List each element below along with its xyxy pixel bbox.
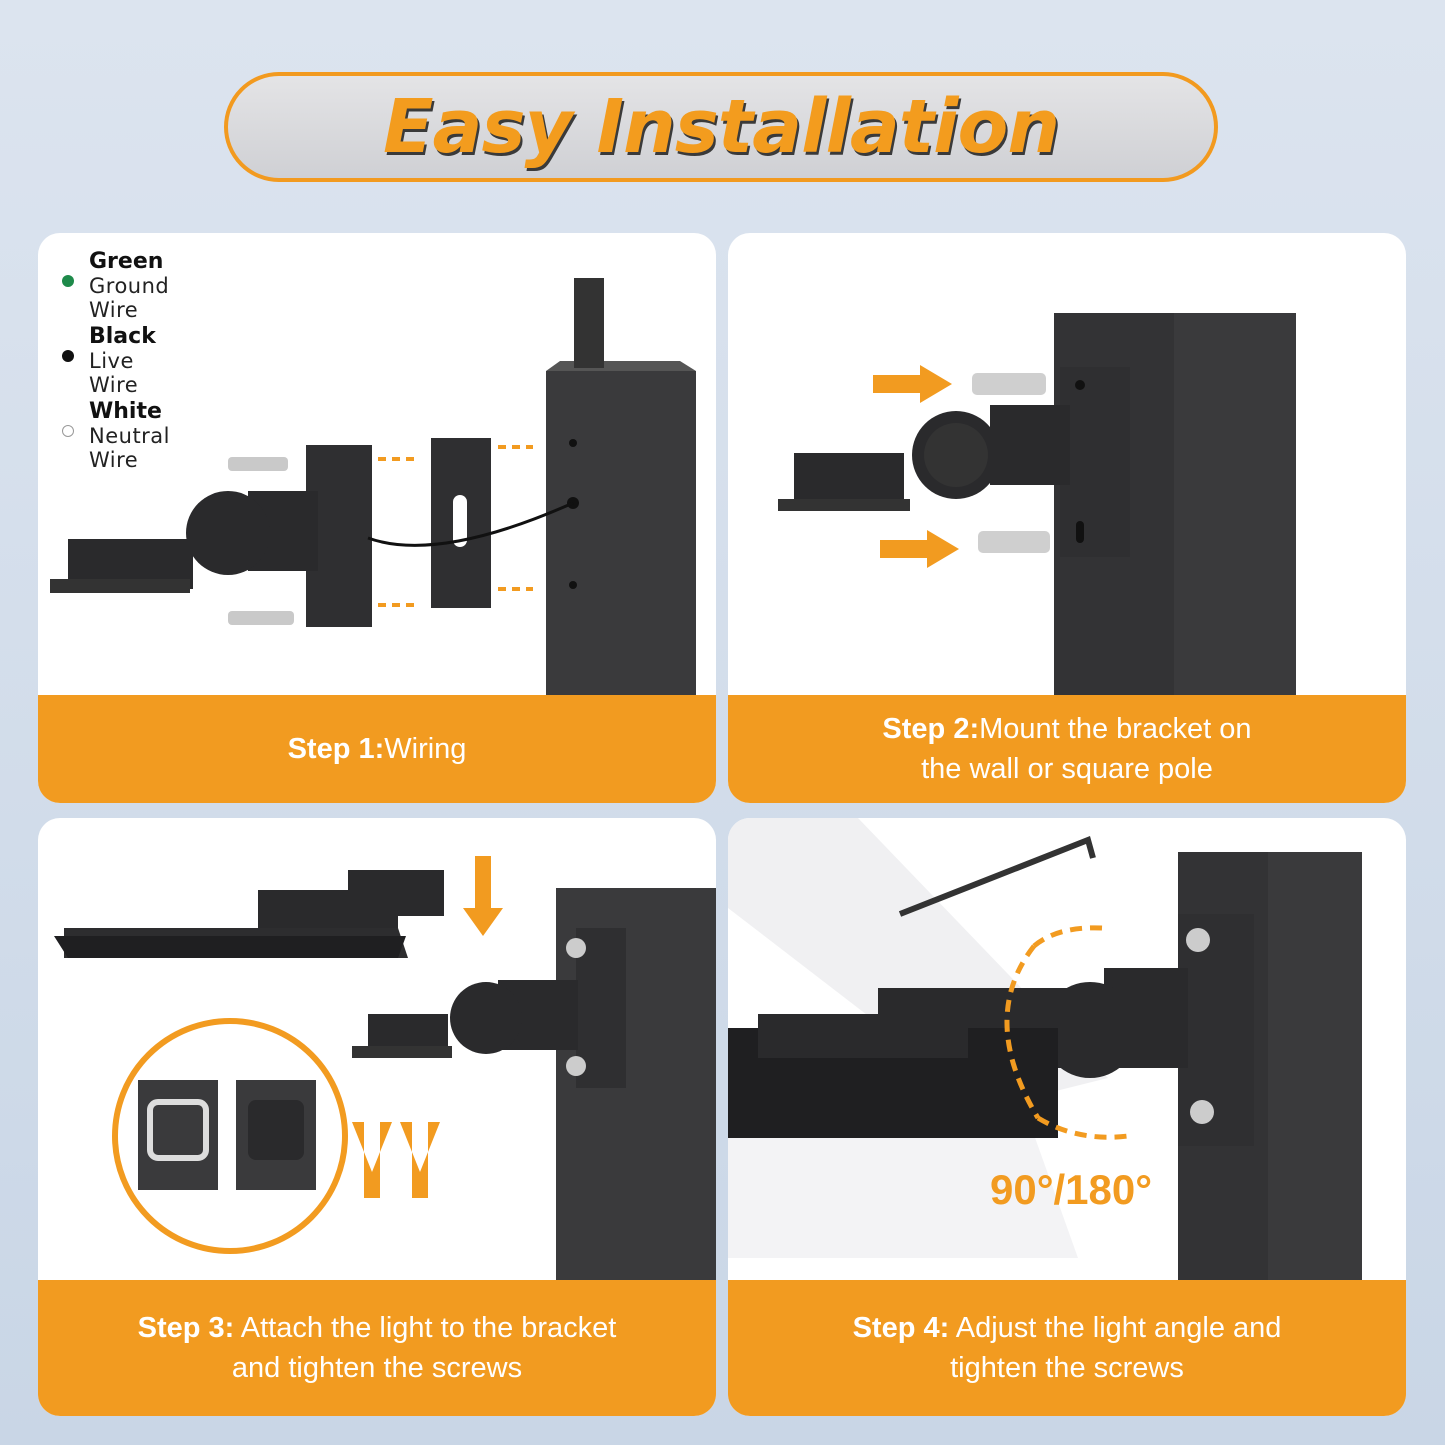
step-text: Adjust the light angle and [949, 1312, 1282, 1344]
step-1-panel: Green Ground Wire Black Live Wire White … [38, 233, 716, 803]
legend-desc: Ground Wire [89, 274, 170, 322]
step-1-caption: Step 1:Wiring [38, 695, 716, 803]
step-3-caption: Step 3: Attach the light to the bracket … [38, 1280, 716, 1416]
step-2-panel: Step 2:Mount the bracket on the wall or … [728, 233, 1406, 803]
step-4-panel: 90°/180° Step 4: Adjust the light angle … [728, 818, 1406, 1416]
adjust-angle-illustration [728, 818, 1362, 1280]
step-4-caption: Step 4: Adjust the light angle and tight… [728, 1280, 1406, 1416]
green-dot-icon [62, 275, 74, 287]
step-label: Step 2: [882, 713, 980, 745]
step-label: Step 3: [137, 1312, 235, 1344]
attach-light-illustration [54, 856, 716, 1280]
step-text: Mount the bracket on [979, 713, 1252, 745]
step-label: Step 4: [852, 1312, 950, 1344]
wiring-illustration [50, 278, 696, 695]
legend-color-label: White [89, 399, 162, 424]
step-label: Step 1: [287, 733, 385, 765]
legend-desc: Neutral Wire [89, 424, 171, 472]
step-text-2: and tighten the screws [231, 1352, 523, 1384]
page-title: Easy Installation [382, 84, 1060, 170]
angle-label: 90°/180° [990, 1166, 1153, 1213]
step-2-caption: Step 2:Mount the bracket on the wall or … [728, 695, 1406, 803]
step-text: Wiring [384, 733, 467, 765]
step-3-panel: Step 3: Attach the light to the bracket … [38, 818, 716, 1416]
step-text-2: tighten the screws [950, 1352, 1184, 1384]
mount-bracket-illustration [778, 313, 1296, 695]
step-text-2: the wall or square pole [921, 753, 1213, 785]
title-banner: Easy Installation [224, 72, 1218, 182]
black-dot-icon [62, 350, 74, 362]
legend-desc: Live Wire [89, 349, 139, 397]
legend-color-label: Black [89, 324, 156, 349]
white-dot-icon [62, 425, 74, 437]
legend-color-label: Green [89, 249, 164, 274]
step-text: Attach the light to the bracket [234, 1312, 617, 1344]
